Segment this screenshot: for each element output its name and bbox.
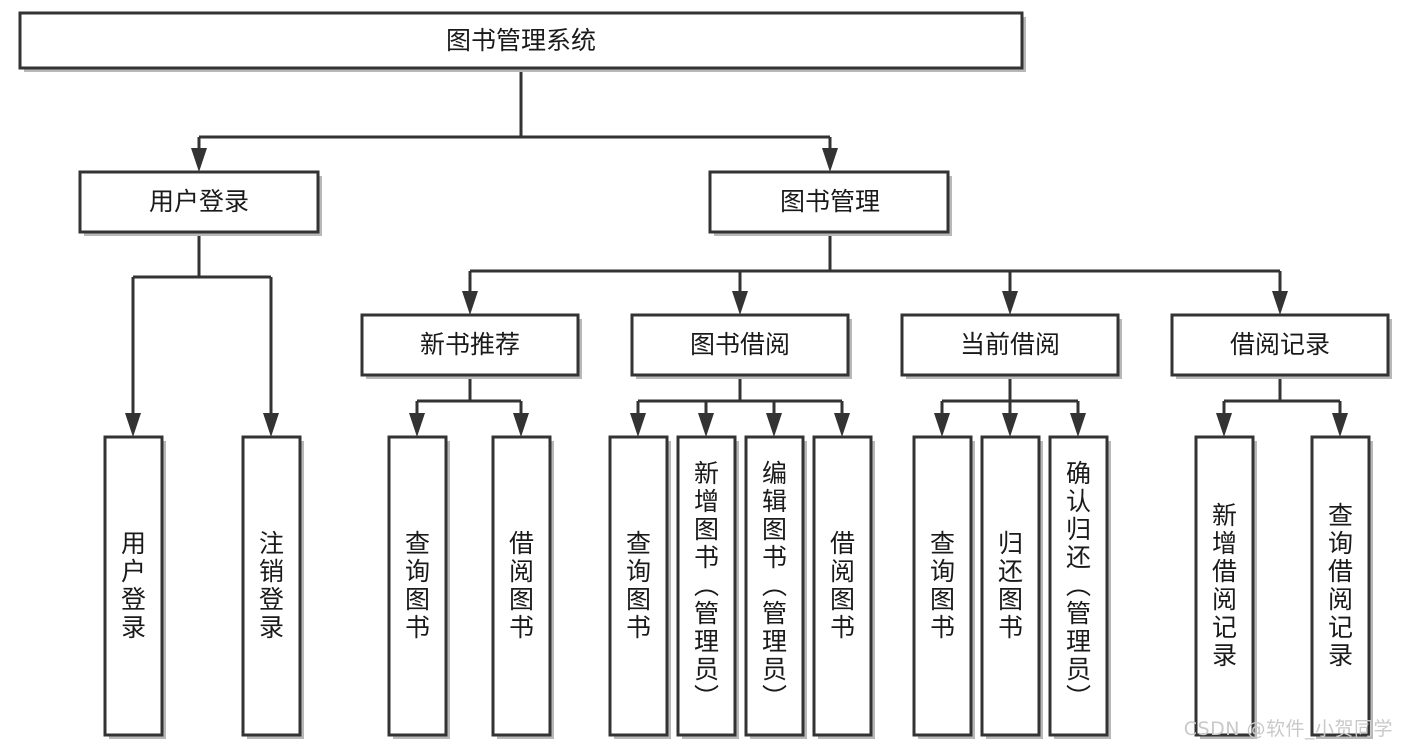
arrow-to-leaf-edit-book xyxy=(766,413,782,437)
borrow-record-box xyxy=(1170,313,1390,377)
leaf-add-book-box xyxy=(676,435,737,737)
current-borrow-box xyxy=(900,313,1120,377)
node-leaf-borrow-book-1[interactable] xyxy=(491,435,554,739)
leaf-borrow-book-1-box xyxy=(491,435,552,737)
node-leaf-return-book[interactable] xyxy=(980,435,1043,739)
arrow-to-leaf-borrow-book-1 xyxy=(513,413,529,437)
node-leaf-edit-book[interactable] xyxy=(744,435,807,739)
arrow-root-to-book-management xyxy=(822,148,838,172)
node-leaf-query-book-2[interactable] xyxy=(608,435,671,739)
current-borrow-label: 当前借阅 xyxy=(960,330,1060,359)
arrow-root-to-user-login xyxy=(191,148,207,172)
node-new-book-recommend[interactable]: 新书推荐 xyxy=(360,313,582,379)
borrow-record-label: 借阅记录 xyxy=(1230,330,1330,359)
leaf-user-logout-box xyxy=(241,435,302,737)
arrow-to-leaf-borrow-book-2 xyxy=(834,413,850,437)
leaf-query-book-1-box xyxy=(387,435,448,737)
book-management-label: 图书管理 xyxy=(780,187,880,216)
node-leaf-add-record[interactable] xyxy=(1194,435,1257,739)
node-leaf-borrow-book-2[interactable] xyxy=(812,435,875,739)
node-leaf-user-login[interactable] xyxy=(103,435,166,739)
leaf-query-book-2-box xyxy=(608,435,669,737)
node-borrow-record[interactable]: 借阅记录 xyxy=(1170,313,1392,379)
book-management-box xyxy=(708,170,950,234)
csdn-watermark: CSDN @软件_小贺同学 xyxy=(1183,718,1393,740)
leaf-query-book-3-box xyxy=(912,435,973,737)
node-leaf-query-record[interactable] xyxy=(1310,435,1373,739)
book-borrow-box xyxy=(630,313,850,377)
arrow-to-leaf-query-book-2 xyxy=(630,413,646,437)
new-book-recommend-label: 新书推荐 xyxy=(420,330,520,359)
arrow-to-leaf-query-record xyxy=(1332,413,1348,437)
root-label: 图书管理系统 xyxy=(446,26,596,55)
arrow-to-leaf-confirm-return xyxy=(1070,413,1086,437)
user-login-label: 用户登录 xyxy=(149,187,249,216)
node-book-borrow[interactable]: 图书借阅 xyxy=(630,313,852,379)
arrow-to-leaf-return-book xyxy=(1002,413,1018,437)
arrow-to-book-borrow xyxy=(732,291,748,315)
arrow-to-borrow-record xyxy=(1272,291,1288,315)
user-login-box xyxy=(78,170,320,234)
arrow-to-leaf-user-login xyxy=(125,413,141,437)
arrow-to-leaf-add-book xyxy=(698,413,714,437)
leaf-user-login-box xyxy=(103,435,164,737)
leaf-add-record-box xyxy=(1194,435,1255,737)
leaf-return-book-box xyxy=(980,435,1041,737)
node-leaf-query-book-1[interactable] xyxy=(387,435,450,739)
leaf-query-record-box xyxy=(1310,435,1371,737)
arrow-to-new-book-recommend xyxy=(462,291,478,315)
node-current-borrow[interactable]: 当前借阅 xyxy=(900,313,1122,379)
leaf-edit-book-box xyxy=(744,435,805,737)
arrow-to-leaf-query-book-3 xyxy=(934,413,950,437)
arrow-to-leaf-add-record xyxy=(1216,413,1232,437)
arrow-to-current-borrow xyxy=(1002,291,1018,315)
node-book-management[interactable]: 图书管理 xyxy=(708,170,952,236)
root-box xyxy=(18,11,1024,70)
node-root[interactable]: 图书管理系统 xyxy=(18,11,1026,72)
connector-group xyxy=(125,68,1348,437)
leaf-borrow-book-2-box xyxy=(812,435,873,737)
new-book-recommend-box xyxy=(360,313,580,377)
arrow-to-leaf-query-book-1 xyxy=(409,413,425,437)
arrow-to-leaf-user-logout xyxy=(263,413,279,437)
node-leaf-add-book[interactable] xyxy=(676,435,739,739)
node-user-login[interactable]: 用户登录 xyxy=(78,170,322,236)
node-leaf-confirm-return[interactable] xyxy=(1048,435,1111,739)
book-borrow-label: 图书借阅 xyxy=(690,330,790,359)
node-leaf-query-book-3[interactable] xyxy=(912,435,975,739)
node-leaf-user-logout[interactable] xyxy=(241,435,304,739)
leaf-confirm-return-box xyxy=(1048,435,1109,737)
